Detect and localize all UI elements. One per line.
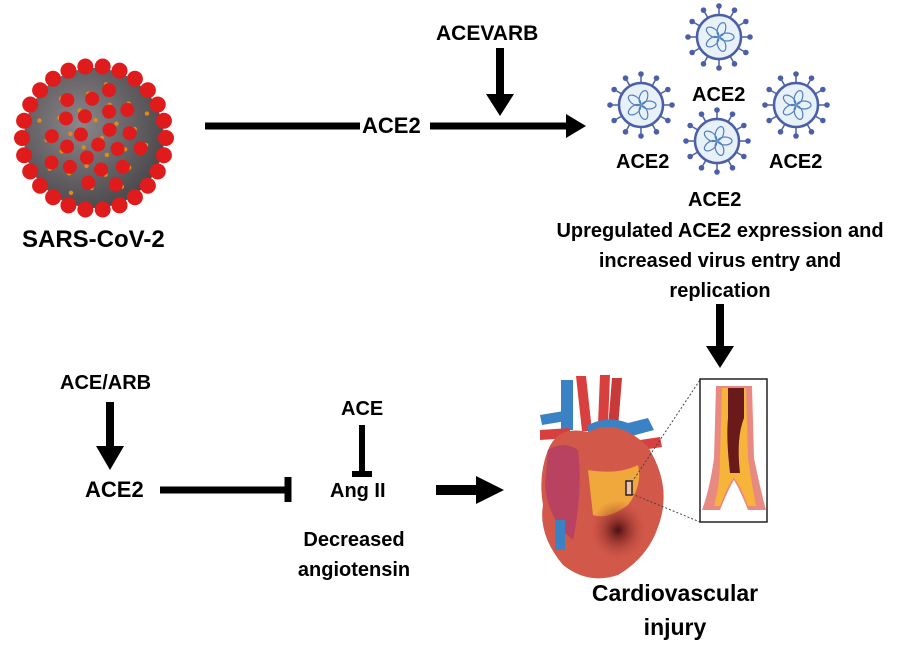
virus-spike [115, 159, 130, 174]
virus-surface-dot [144, 111, 150, 116]
virus-spike [120, 102, 135, 117]
virus-spike [14, 130, 30, 146]
virus-spike [139, 82, 156, 99]
virus-spike [79, 150, 94, 165]
virus-spike [111, 62, 128, 79]
virus-surface-dot [104, 152, 110, 158]
vessel-plaque-inset [699, 378, 768, 523]
heart-icon [540, 375, 664, 579]
arrow-acevarb-down [486, 48, 514, 116]
upregulation-line-2: increased virus entry and [598, 250, 842, 272]
virion-icon [607, 71, 675, 139]
cv-line-2: injury [643, 614, 707, 640]
virus-spike [16, 147, 33, 164]
virus-spike [111, 197, 128, 214]
decreased-line-2: angiotensin [297, 559, 411, 581]
virion-icon [762, 71, 830, 139]
virus-spike [60, 197, 77, 214]
sars-cov-2-virus-icon [14, 58, 174, 218]
virus-spike [81, 175, 96, 190]
acearb-label: ACE/ARB [60, 372, 152, 394]
virion-label-right: ACE2 [769, 151, 823, 173]
virus-surface-dot [68, 131, 73, 137]
inhibit-ace2-to-angii [160, 477, 292, 502]
virus-spike [22, 96, 39, 113]
arrow-acearb-down [96, 402, 124, 470]
virus-surface-dot [68, 190, 74, 196]
virus-spike [32, 177, 49, 194]
virus-spike [126, 70, 143, 87]
virion-icon [685, 3, 753, 71]
virus-spike [44, 129, 59, 144]
virus-surface-dot [84, 163, 89, 169]
virus-surface-dot [114, 121, 119, 126]
virus-spike [77, 201, 94, 218]
virus-spike [102, 104, 117, 119]
virus-spike [94, 201, 111, 218]
virus-spike [155, 147, 172, 164]
virus-spike [126, 189, 143, 206]
virus-spike [60, 139, 75, 154]
virus-surface-dot [93, 117, 98, 123]
virus-spike [139, 177, 156, 194]
virus-spike [16, 112, 33, 129]
decreased-angiotensin-label: Decreased angiotensin [298, 525, 410, 585]
virus-spike [149, 96, 166, 113]
virus-spike [155, 112, 172, 129]
virus-spike [158, 130, 174, 146]
inhibit-ace-to-angii [352, 425, 372, 477]
upregulation-description: Upregulated ACE2 expression and increase… [556, 216, 883, 306]
virion-icon [683, 107, 751, 175]
virus-spike [108, 177, 123, 192]
virion-cluster [607, 3, 830, 175]
virus-spike [60, 62, 77, 79]
virus-spike [73, 127, 88, 142]
virus-spike [45, 189, 62, 206]
virus-spike [110, 141, 125, 156]
virus-spike [149, 163, 166, 180]
virion-label-bottom: ACE2 [688, 189, 742, 211]
virus-surface-dot [81, 145, 86, 150]
virus-spike [94, 58, 111, 75]
arrow-angii-to-heart [436, 476, 504, 504]
ace-label: ACE [341, 398, 384, 420]
virus-spike [60, 93, 75, 108]
cardiovascular-injury-label: Cardiovascular injury [592, 576, 758, 644]
virus-spike [77, 109, 92, 124]
virus-spike [58, 111, 73, 126]
upregulation-line-3: replication [669, 280, 771, 302]
cv-line-1: Cardiovascular [591, 580, 759, 606]
zoom-connector-lines [631, 379, 701, 523]
virus-spike [133, 141, 148, 156]
acevarb-label: ACEVARB [436, 22, 539, 45]
virus-spike [91, 137, 106, 152]
upregulation-line-1: Upregulated ACE2 expression and [556, 220, 884, 242]
ace2-arrow-label: ACE2 [362, 113, 421, 138]
arrow-down-to-vessel [706, 304, 734, 368]
virus-spike [44, 155, 59, 170]
virus-label: SARS-CoV-2 [22, 226, 165, 253]
ace2-bottom-label: ACE2 [85, 477, 144, 502]
virus-spike [45, 70, 62, 87]
decreased-line-1: Decreased [303, 529, 405, 551]
virus-spike [22, 163, 39, 180]
arrow-ace2-to-virions [430, 114, 586, 138]
virus-spike [102, 122, 117, 137]
virus-spike [94, 162, 109, 177]
virion-label-left: ACE2 [616, 151, 670, 173]
virus-spike [85, 91, 100, 106]
virus-spike [77, 58, 94, 75]
virus-spike [102, 83, 117, 98]
virus-spike [122, 126, 137, 141]
virus-spike [32, 82, 49, 99]
ang-ii-label: Ang II [330, 480, 386, 502]
virion-label-top: ACE2 [692, 84, 746, 106]
virus-surface-dot [37, 118, 42, 123]
virus-spike [62, 159, 77, 174]
